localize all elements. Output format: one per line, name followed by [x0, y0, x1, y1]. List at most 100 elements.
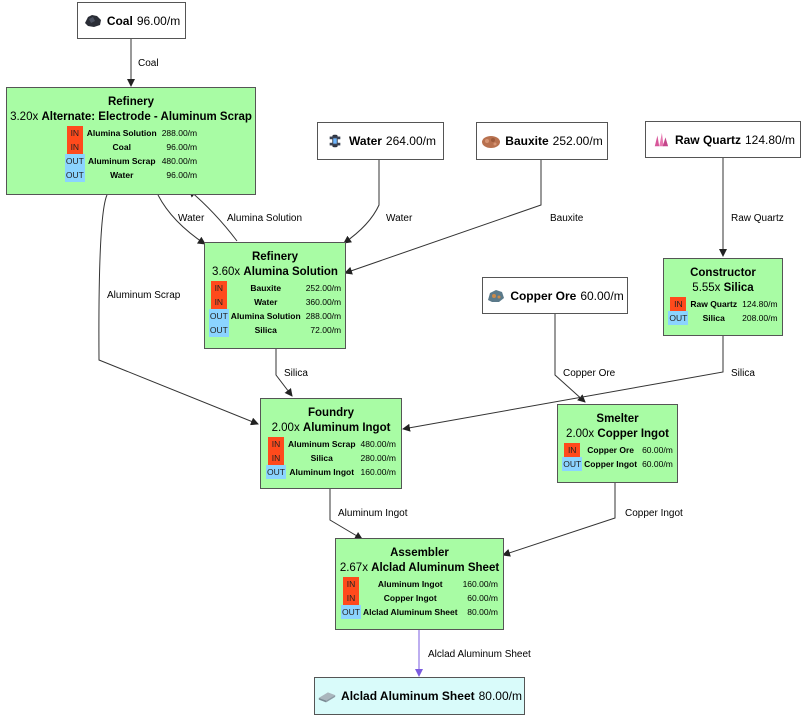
item-name: Alumina Solution — [86, 128, 157, 138]
resource-rate: 264.00/m — [385, 134, 436, 148]
machine-recipe: 3.60x Alumina Solution — [205, 266, 345, 278]
resource-rate: 252.00/m — [552, 134, 603, 148]
edge-silica-constructor — [402, 336, 724, 432]
edge-label-alclad: Alclad Aluminum Sheet — [428, 649, 531, 660]
item-rate: 252.00/m — [305, 283, 342, 293]
output-tag: OUT — [208, 309, 229, 323]
edge-aluminum-scrap — [98, 194, 259, 426]
item-rate: 480.00/m — [161, 156, 198, 166]
recipe-name: Alclad Aluminum Sheet — [371, 562, 500, 574]
input-tag: IN — [267, 451, 284, 465]
machine-recipe: 3.20x Alternate: Electrode - Aluminum Sc… — [7, 111, 255, 123]
io-row: IN Water 360.00/m — [209, 295, 341, 309]
resource-name: Water — [349, 134, 382, 148]
recipe-multiplier: 3.60x — [212, 266, 241, 278]
resource-name: Alclad Aluminum Sheet — [341, 689, 475, 703]
output-tag: OUT — [208, 323, 229, 337]
recipe-multiplier: 5.55x — [692, 282, 721, 294]
resource-rate: 60.00/m — [580, 288, 624, 303]
item-rate: 124.80/m — [742, 299, 778, 309]
input-tag: IN — [210, 295, 227, 309]
item-rate: 480.00/m — [360, 439, 396, 449]
recipe-multiplier: 2.67x — [339, 562, 368, 574]
input-tag: IN — [210, 281, 227, 295]
input-tag: IN — [670, 297, 687, 311]
resource-node-coal[interactable]: Coal 96.00/m — [77, 2, 186, 39]
resource-node-water[interactable]: Water 264.00/m — [317, 122, 444, 160]
item-name: Water — [110, 170, 134, 180]
item-name: Water — [254, 297, 278, 307]
edge-label-copper-ingot: Copper Ingot — [625, 508, 683, 519]
output-tag: OUT — [64, 168, 85, 182]
item-name: Silica — [254, 325, 277, 335]
machine-title: Refinery — [251, 251, 299, 263]
recipe-name: Alternate: Electrode - Aluminum Scrap — [41, 111, 252, 123]
recipe-name: Alumina Solution — [243, 266, 338, 278]
item-rate: 208.00/m — [742, 313, 778, 323]
item-name: Aluminum Scrap — [87, 156, 156, 166]
item-name: Copper Ingot — [383, 593, 437, 603]
machine-recipe: 2.00x Copper Ingot — [558, 428, 677, 440]
alclad-sheet-icon — [318, 692, 336, 703]
resource-name: Bauxite — [505, 134, 549, 148]
item-rate: 96.00/m — [166, 142, 198, 152]
item-rate: 80.00/m — [467, 607, 499, 617]
final-product-node-alclad-aluminum-sheet[interactable]: Alclad Aluminum Sheet 80.00/m — [314, 677, 525, 715]
io-row: IN Silica 280.00/m — [266, 451, 396, 465]
item-name: Coal — [112, 142, 131, 152]
output-tag: OUT — [64, 154, 85, 168]
item-name: Alumina Solution — [230, 311, 301, 321]
edge-label-aluminum-scrap: Aluminum Scrap — [107, 290, 181, 301]
recipe-name: Silica — [723, 282, 754, 294]
item-rate: 360.00/m — [305, 297, 342, 307]
item-name: Copper Ingot — [584, 459, 638, 469]
item-name: Alclad Aluminum Sheet — [362, 607, 458, 617]
machine-recipe: 5.55x Silica — [664, 282, 782, 294]
item-name: Silica — [310, 453, 333, 463]
resource-node-bauxite[interactable]: Bauxite 252.00/m — [476, 122, 608, 160]
resource-node-raw-quartz[interactable]: Raw Quartz 124.80/m — [645, 121, 801, 158]
bauxite-icon — [482, 136, 501, 148]
item-rate: 60.00/m — [467, 593, 499, 603]
copper-ore-icon — [488, 289, 505, 302]
edge-aluminum-ingot — [329, 489, 363, 540]
edge-label-water-refinery1: Water — [178, 213, 205, 224]
recipe-name: Copper Ingot — [597, 428, 669, 440]
edge-label-coal: Coal — [138, 58, 159, 69]
machine-node-refinery-electrode[interactable]: Refinery 3.20x Alternate: Electrode - Al… — [6, 87, 256, 195]
machine-node-assembler[interactable]: Assembler 2.67x Alclad Aluminum Sheet IN… — [335, 538, 504, 630]
edge-copper-ingot — [502, 483, 616, 557]
edge-label-aluminum-ingot: Aluminum Ingot — [338, 508, 408, 519]
item-name: Aluminum Ingot — [377, 579, 443, 589]
machine-recipe: 2.67x Alclad Aluminum Sheet — [336, 562, 503, 574]
item-rate: 160.00/m — [462, 579, 499, 589]
edge-label-alumina-solution: Alumina Solution — [227, 213, 303, 224]
machine-recipe: 2.00x Aluminum Ingot — [261, 422, 401, 434]
input-tag: IN — [66, 126, 83, 140]
edge-silica-refinery2 — [275, 349, 293, 397]
resource-node-copper-ore[interactable]: Copper Ore 60.00/m — [482, 277, 628, 314]
item-rate: 280.00/m — [360, 453, 396, 463]
